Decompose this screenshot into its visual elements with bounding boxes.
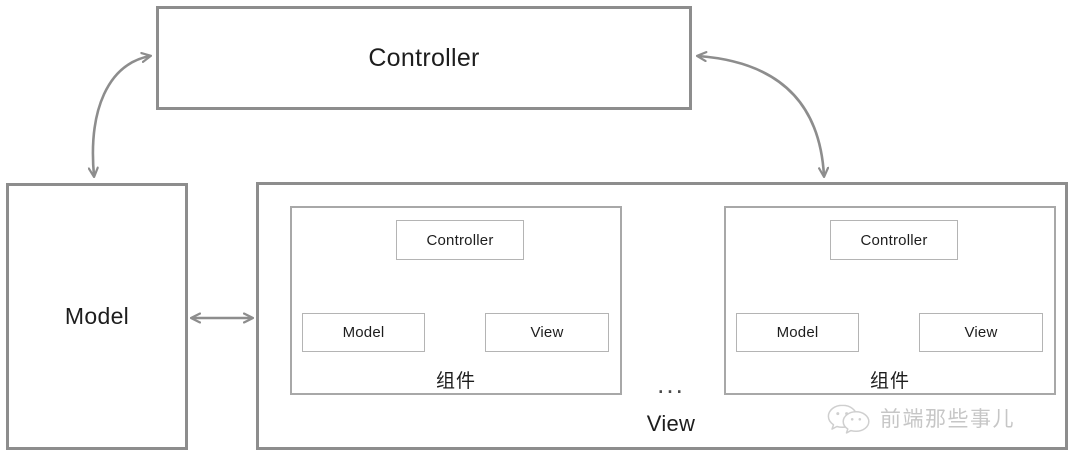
- component-2-group-label: 组件: [869, 371, 910, 392]
- component-1-controller-box: Controller: [396, 220, 524, 260]
- component-2-model-box: Model: [736, 313, 859, 352]
- arrow-controller-to-view: [698, 56, 824, 176]
- component-1-view-box: View: [485, 313, 609, 352]
- watermark: 前端那些事儿: [826, 398, 1066, 438]
- component-1-controller-label: Controller: [426, 231, 494, 249]
- model-box: Model: [6, 183, 188, 450]
- component-1-group-label: 组件: [435, 371, 476, 392]
- controller-box: Controller: [156, 6, 692, 110]
- component-1-model-box: Model: [302, 313, 425, 352]
- component-1-model-label: Model: [342, 324, 385, 341]
- model-box-label: Model: [64, 303, 130, 329]
- watermark-text: 前端那些事儿: [880, 407, 1015, 431]
- component-group-2: Controller Model View 组件: [724, 206, 1056, 395]
- component-2-view-label: View: [964, 324, 998, 341]
- wechat-icon: [826, 402, 872, 434]
- component-2-controller-label: Controller: [860, 231, 928, 249]
- component-2-controller-box: Controller: [830, 220, 958, 260]
- component-1-view-label: View: [530, 324, 564, 341]
- view-container-box: Controller Model View 组件 ... Controller …: [256, 182, 1068, 450]
- controller-box-label: Controller: [368, 43, 480, 72]
- arrow-controller-to-model: [93, 56, 150, 176]
- components-ellipsis: ...: [657, 369, 685, 399]
- component-2-model-label: Model: [776, 324, 819, 341]
- view-container-label: View: [646, 411, 696, 436]
- component-2-view-box: View: [919, 313, 1043, 352]
- component-group-1: Controller Model View 组件: [290, 206, 622, 395]
